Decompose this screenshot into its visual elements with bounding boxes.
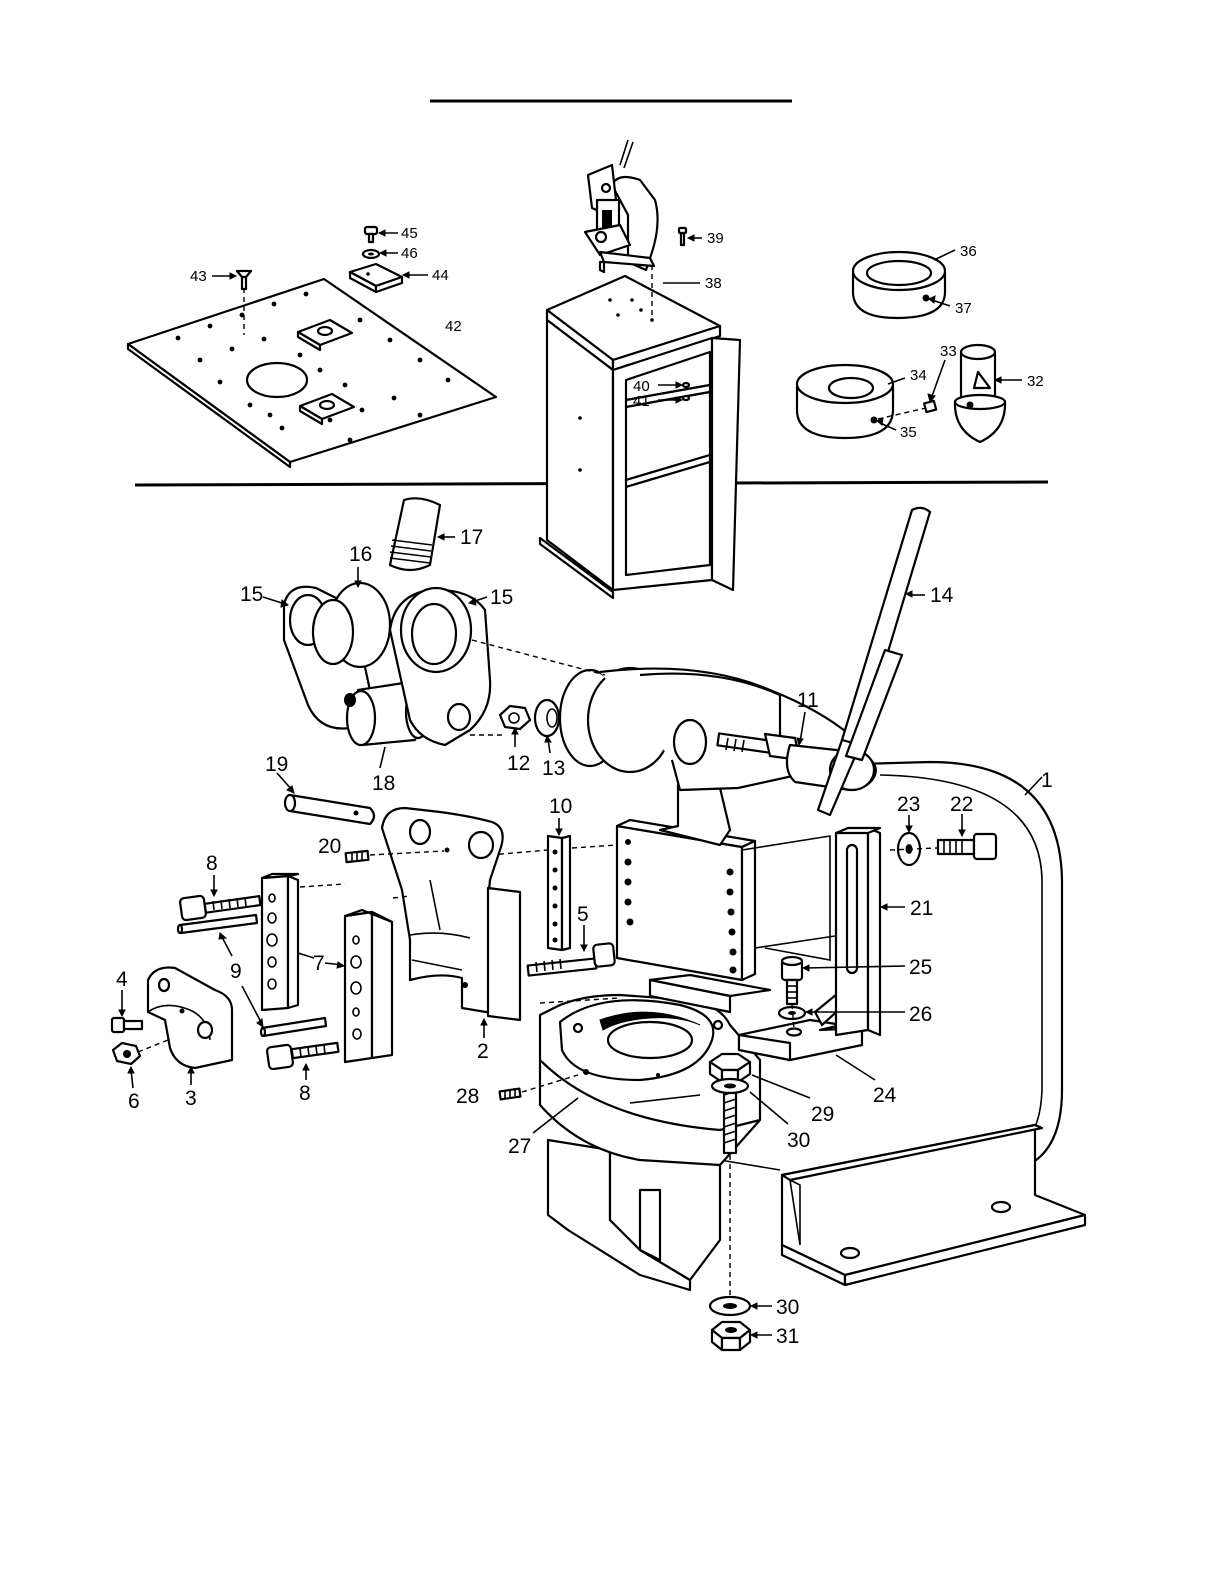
part-7-gib-inner bbox=[262, 874, 298, 1010]
callout-2: 2 bbox=[477, 1040, 489, 1063]
part-32-punch bbox=[955, 345, 1005, 442]
part-2-ram-body bbox=[382, 808, 520, 1020]
callout-37: 37 bbox=[955, 300, 972, 317]
callout-25: 25 bbox=[909, 956, 932, 979]
part-13-washer bbox=[535, 700, 559, 736]
callout-34: 34 bbox=[910, 367, 927, 384]
part-31-hex-nut bbox=[712, 1322, 750, 1350]
callout-38: 38 bbox=[705, 275, 722, 292]
part-20-set-screw bbox=[346, 851, 369, 862]
callout-43: 43 bbox=[190, 268, 207, 285]
callout-15-right: 15 bbox=[490, 586, 513, 609]
part-30-washer-lower bbox=[710, 1297, 750, 1315]
ram-guide-plate bbox=[617, 820, 755, 980]
part-7-gib-outer bbox=[345, 910, 392, 1062]
part-38-stand-cabinet bbox=[540, 265, 740, 598]
callout-20: 20 bbox=[318, 835, 341, 858]
part-19-pin bbox=[285, 795, 374, 824]
part-46-washer bbox=[363, 250, 379, 258]
part-34-stripper-ring bbox=[797, 365, 893, 438]
callout-6: 6 bbox=[128, 1090, 140, 1113]
callout-35: 35 bbox=[900, 424, 917, 441]
callout-32: 32 bbox=[1027, 373, 1044, 390]
callout-39: 39 bbox=[707, 230, 724, 247]
callout-22: 22 bbox=[950, 793, 973, 816]
callout-24: 24 bbox=[873, 1084, 897, 1107]
part-5-cap-screw bbox=[528, 943, 615, 976]
callout-45: 45 bbox=[401, 225, 418, 242]
callout-21: 21 bbox=[910, 897, 933, 920]
part-9-pin-lower bbox=[261, 1018, 326, 1036]
part-6-nut bbox=[113, 1043, 140, 1064]
callout-27: 27 bbox=[508, 1135, 531, 1158]
callout-8-upper: 8 bbox=[206, 852, 218, 875]
part-28-set-screw bbox=[500, 1088, 521, 1099]
callout-13: 13 bbox=[542, 757, 565, 780]
part-8-cap-screw-lower bbox=[267, 1043, 339, 1070]
part-42-mounting-plate bbox=[128, 279, 496, 467]
part-43-flat-head-screw bbox=[237, 271, 251, 289]
part-45-screw bbox=[365, 227, 377, 242]
part-44-plate-block bbox=[350, 264, 402, 292]
callout-4: 4 bbox=[116, 968, 128, 991]
callout-26: 26 bbox=[909, 1003, 932, 1026]
callout-23: 23 bbox=[897, 793, 920, 816]
callout-36: 36 bbox=[960, 243, 977, 260]
part-39-screw bbox=[679, 228, 686, 245]
callout-14: 14 bbox=[930, 584, 954, 607]
part-21-slotted-bracket bbox=[836, 828, 880, 1035]
callout-3: 3 bbox=[185, 1087, 197, 1110]
callout-29: 29 bbox=[811, 1103, 834, 1126]
callout-10: 10 bbox=[549, 795, 572, 818]
callout-30-upper: 30 bbox=[787, 1129, 810, 1152]
callout-15-left: 15 bbox=[240, 583, 263, 606]
callout-41: 41 bbox=[633, 393, 650, 410]
part-4-screw bbox=[112, 1018, 142, 1032]
callout-5: 5 bbox=[577, 903, 589, 926]
part-3-clamp bbox=[148, 968, 232, 1069]
callout-28: 28 bbox=[456, 1085, 479, 1108]
callout-9: 9 bbox=[230, 960, 242, 983]
callout-46: 46 bbox=[401, 245, 418, 262]
callout-1: 1 bbox=[1041, 769, 1053, 792]
callout-42: 42 bbox=[445, 318, 462, 335]
mini-punch-assembly bbox=[585, 140, 658, 272]
callout-30-lower: 30 bbox=[776, 1296, 799, 1319]
callout-12: 12 bbox=[507, 752, 530, 775]
callout-44: 44 bbox=[432, 267, 449, 284]
part-17-threaded-sleeve bbox=[390, 498, 440, 570]
callout-7: 7 bbox=[313, 952, 325, 975]
callout-18: 18 bbox=[372, 772, 395, 795]
part-30-washer-upper bbox=[712, 1079, 748, 1093]
part-25-cap-screw bbox=[782, 957, 802, 1004]
callout-31: 31 bbox=[776, 1325, 799, 1348]
part-36-die-ring bbox=[853, 252, 945, 318]
callout-17: 17 bbox=[460, 526, 483, 549]
callout-33: 33 bbox=[940, 343, 957, 360]
part-10-gib bbox=[548, 836, 570, 950]
callout-8-lower: 8 bbox=[299, 1082, 311, 1105]
callout-11: 11 bbox=[797, 689, 819, 712]
callout-16: 16 bbox=[349, 543, 372, 566]
part-12-nut bbox=[500, 706, 530, 729]
callout-19: 19 bbox=[265, 753, 288, 776]
